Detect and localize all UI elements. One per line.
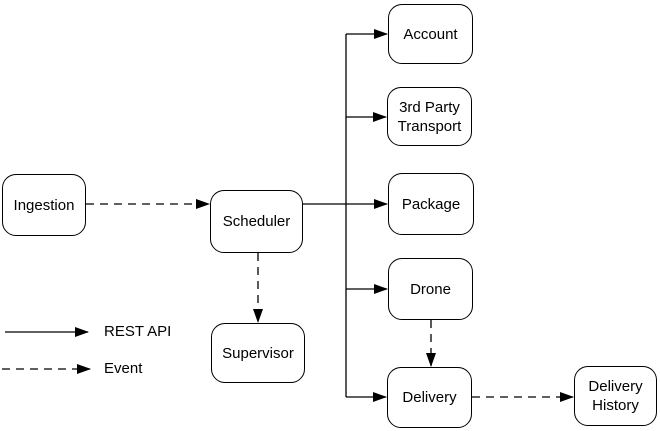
node-scheduler: Scheduler <box>210 190 303 253</box>
node-package: Package <box>388 173 474 235</box>
node-ingestion: Ingestion <box>2 174 86 236</box>
legend-label-rest-api: REST API <box>104 323 172 340</box>
legend-label-event: Event <box>104 360 143 377</box>
node-drone: Drone <box>388 258 473 320</box>
node-supervisor: Supervisor <box>211 323 305 383</box>
edge-scheduler-trunk <box>303 34 347 397</box>
node-delivery: Delivery <box>387 367 472 428</box>
node-third-party-transport: 3rd Party Transport <box>387 87 472 146</box>
node-delivery-history: Delivery History <box>574 366 657 426</box>
node-account: Account <box>388 4 473 64</box>
